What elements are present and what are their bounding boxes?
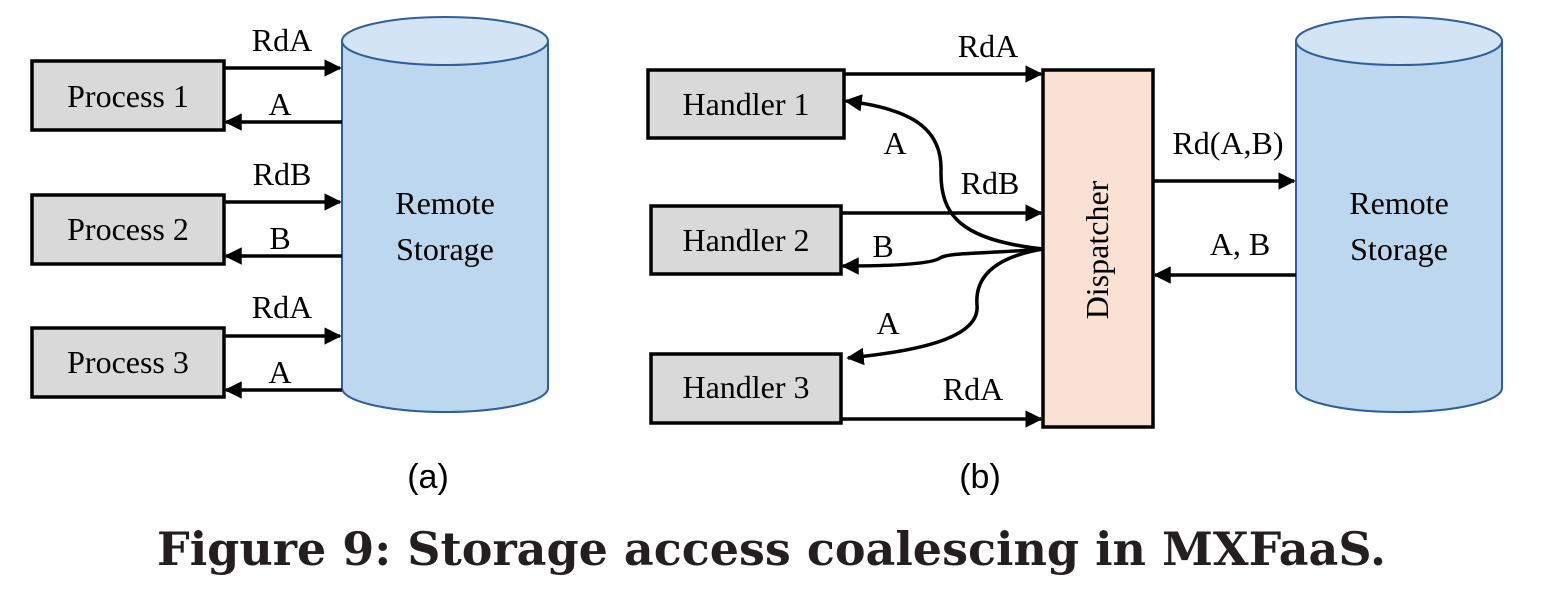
handler-1-box — [646, 68, 846, 140]
figure-caption: Figure 9: Storage access coalescing in M… — [157, 522, 1386, 576]
label-rda-1: RdA — [252, 22, 312, 58]
panel-a: Remote Storage Process 1 RdA A Process 2… — [30, 16, 549, 496]
label-a-h1: A — [883, 125, 906, 161]
process-3-label: Process 3 — [67, 344, 189, 380]
storage-a-label-line2: Storage — [396, 231, 494, 267]
process-1-box — [30, 59, 226, 132]
handler-1-label: Handler 1 — [682, 86, 809, 122]
label-coalesced-request: Rd(A,B) — [1172, 125, 1283, 161]
label-rdb-2: RdB — [253, 156, 312, 192]
handler-2-box — [649, 204, 843, 276]
curve-a-h3 — [846, 247, 1044, 366]
label-rdb-h2: RdB — [961, 165, 1020, 201]
curve-b-h2 — [841, 247, 1044, 275]
label-rda-3: RdA — [252, 289, 312, 325]
curve-a-h1 — [844, 94, 1044, 251]
panel-a-label: (a) — [407, 458, 449, 496]
label-rda-h1: RdA — [958, 28, 1018, 64]
label-rda-h3: RdA — [943, 371, 1003, 407]
storage-b-label-line2: Storage — [1350, 231, 1448, 267]
dispatcher-label: Dispatcher — [1079, 180, 1115, 319]
remote-storage-b: Remote Storage — [1295, 16, 1503, 413]
handler-3-box — [649, 352, 843, 425]
label-coalesced-response: A, B — [1210, 226, 1270, 262]
handler-2-label: Handler 2 — [682, 222, 809, 258]
panel-b: Handler 1 Handler 2 Handler 3 Dispatcher… — [646, 16, 1503, 496]
label-b-2: B — [269, 220, 290, 256]
dispatcher-box — [1041, 68, 1155, 429]
process-3-box — [30, 326, 226, 399]
remote-storage-a: Remote Storage — [341, 16, 549, 413]
label-b-h2: B — [872, 228, 893, 264]
process-2-box — [30, 193, 226, 266]
process-2-label: Process 2 — [67, 211, 189, 247]
storage-b-label-line1: Remote — [1349, 185, 1449, 221]
label-a-3: A — [268, 354, 291, 390]
storage-a-label-line1: Remote — [395, 185, 495, 221]
panel-b-label: (b) — [959, 458, 1001, 496]
process-1-label: Process 1 — [67, 78, 189, 114]
label-a-h3: A — [876, 305, 899, 341]
label-a-1: A — [268, 86, 291, 122]
handler-3-label: Handler 3 — [682, 369, 809, 405]
